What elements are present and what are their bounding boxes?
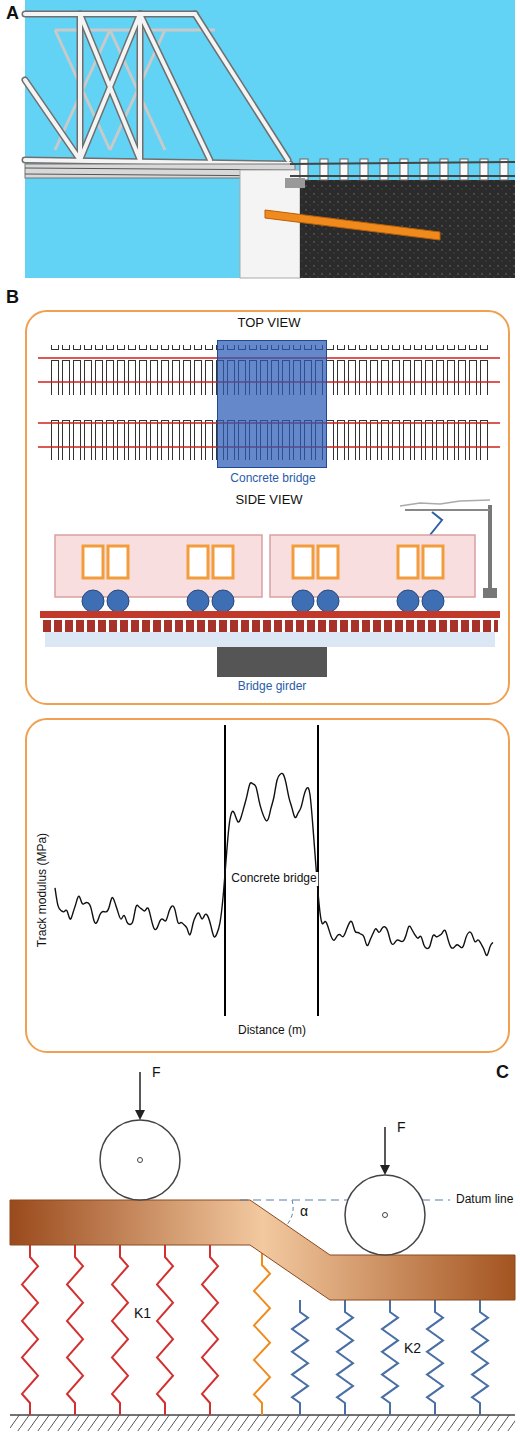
figure-label: F: [152, 1064, 161, 1080]
figure-label: K2: [404, 1340, 421, 1356]
node-text: SIDE VIEW: [235, 493, 302, 508]
figure-label: α: [300, 1203, 308, 1219]
node-text: Track modulus (MPa): [36, 831, 50, 949]
figure-label: C: [496, 1062, 509, 1083]
node-text: Bridge girder: [238, 680, 307, 694]
bridge-girder: Bridge girder: [217, 647, 327, 677]
figure-label: A: [6, 3, 19, 24]
figure-label: B: [6, 287, 19, 308]
node-text: Concrete bridge: [230, 472, 315, 486]
modulus-chart: [55, 725, 493, 1016]
chart-box: Track modulus (MPa) Distance (m) Concrete …: [25, 718, 510, 1053]
figure-label: F: [397, 1119, 406, 1135]
node-text: Distance (m): [236, 1024, 308, 1038]
node-text: Concrete bridge: [229, 872, 318, 886]
side-view-train: [40, 500, 500, 647]
node-text: TOP VIEW: [237, 316, 300, 331]
bridge-deck: Concrete bridge: [217, 340, 327, 468]
figure-label: K1: [134, 1305, 151, 1321]
bridge-scene: [25, 0, 515, 278]
figure-label: Datum line: [456, 1193, 513, 1207]
panel-box: TOP VIEW SIDE VIEW Concrete bridgeBridge g…: [25, 310, 510, 705]
spring-model: [10, 1072, 515, 1431]
